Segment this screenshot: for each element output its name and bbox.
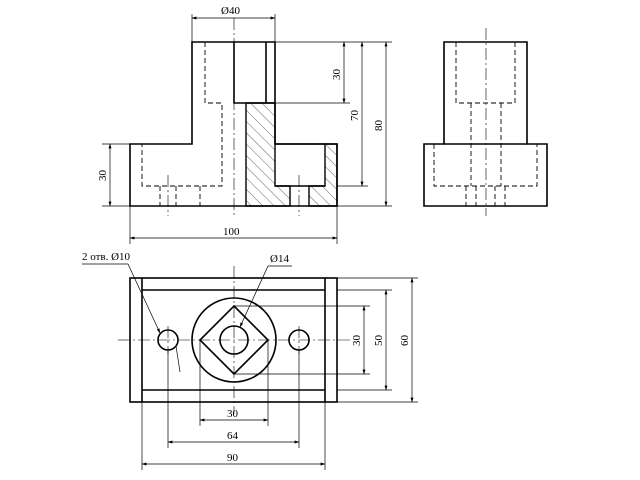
dim-plan-inner-width: 50 (373, 335, 385, 347)
dim-top-diameter: Ø40 (221, 5, 240, 17)
dim-slot-depth: 70 (349, 110, 361, 122)
dim-bore-depth: 30 (331, 69, 343, 81)
dim-base-length: 100 (223, 226, 240, 238)
dim-plan-length: 90 (227, 452, 239, 464)
dim-square-size: 30 (227, 408, 239, 420)
dim-flange-height: 30 (97, 170, 109, 182)
dim-hole-spacing: 64 (227, 430, 239, 442)
section-hatching (245, 102, 291, 207)
dim-boss-hole: Ø14 (270, 253, 289, 265)
dim-holes-note: 2 отв. Ø10 (82, 251, 131, 263)
side-view (423, 28, 548, 216)
plan-view: 2 отв. Ø10 Ø14 30 64 90 30 50 (82, 251, 418, 470)
front-view: Ø40 30 30 70 80 100 (97, 5, 392, 244)
dim-plan-width: 60 (399, 335, 411, 347)
dim-total-height: 80 (373, 120, 385, 132)
dim-square-width-side: 30 (351, 335, 363, 347)
